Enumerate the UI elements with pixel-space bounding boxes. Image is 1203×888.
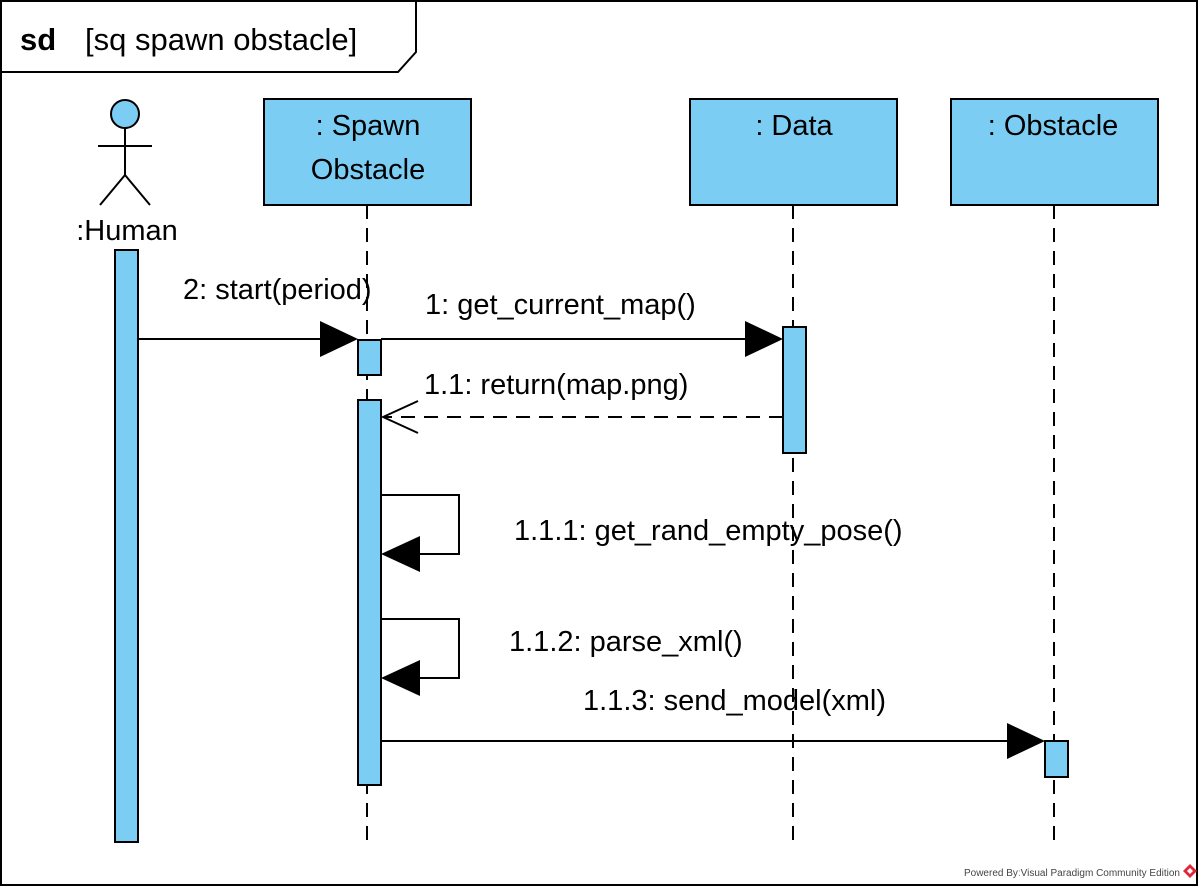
message-rand-pose-label: 1.1.1: get_rand_empty_pose(): [514, 515, 903, 547]
frame-label-tab: [0, 0, 417, 73]
message-parse-xml-line: [381, 618, 460, 679]
activation-spawn-2: [357, 399, 382, 786]
lifeline-spawn-obstacle-label-1: : Spawn: [316, 110, 421, 142]
activation-data: [782, 326, 807, 454]
message-rand-pose-line: [381, 494, 460, 555]
message-start-label: 2: start(period): [183, 274, 372, 306]
message-parse-xml-label: 1.1.2: parse_xml(): [509, 626, 743, 658]
message-return-map-label: 1.1: return(map.png): [424, 369, 688, 401]
lifeline-spawn-obstacle-box: [263, 98, 472, 206]
message-start-arrowhead: [320, 321, 358, 357]
message-get-map-arrowhead: [745, 321, 783, 357]
actor-activation-bar: [114, 249, 139, 843]
lifeline-spawn-obstacle-label-2: Obstacle: [311, 154, 425, 186]
message-return-map-arrowhead: [380, 400, 419, 434]
lifeline-data-label: : Data: [755, 110, 833, 142]
lifeline-obstacle-label: : Obstacle: [988, 110, 1119, 142]
powered-by-text: Powered ByːVisual Paradigm Community Edi…: [964, 868, 1180, 879]
activation-spawn-1: [357, 339, 382, 376]
visual-paradigm-logo-icon: [1183, 864, 1197, 878]
message-send-model-label: 1.1.3: send_model(xml): [583, 685, 886, 717]
message-get-map-label: 1: get_current_map(): [425, 289, 696, 321]
actor-label: :Human: [76, 215, 178, 247]
message-rand-pose-arrowhead: [381, 536, 420, 572]
frame-keyword: sd: [20, 22, 56, 57]
actor-human-icon: [98, 99, 152, 206]
activation-obstacle: [1044, 740, 1069, 778]
frame-name: [sq spawn obstacle]: [85, 22, 357, 57]
message-send-model-arrowhead: [1007, 723, 1045, 759]
lifeline-data-box: [689, 98, 898, 206]
lifeline-obstacle-box: [950, 98, 1159, 206]
message-parse-xml-arrowhead: [381, 660, 420, 696]
